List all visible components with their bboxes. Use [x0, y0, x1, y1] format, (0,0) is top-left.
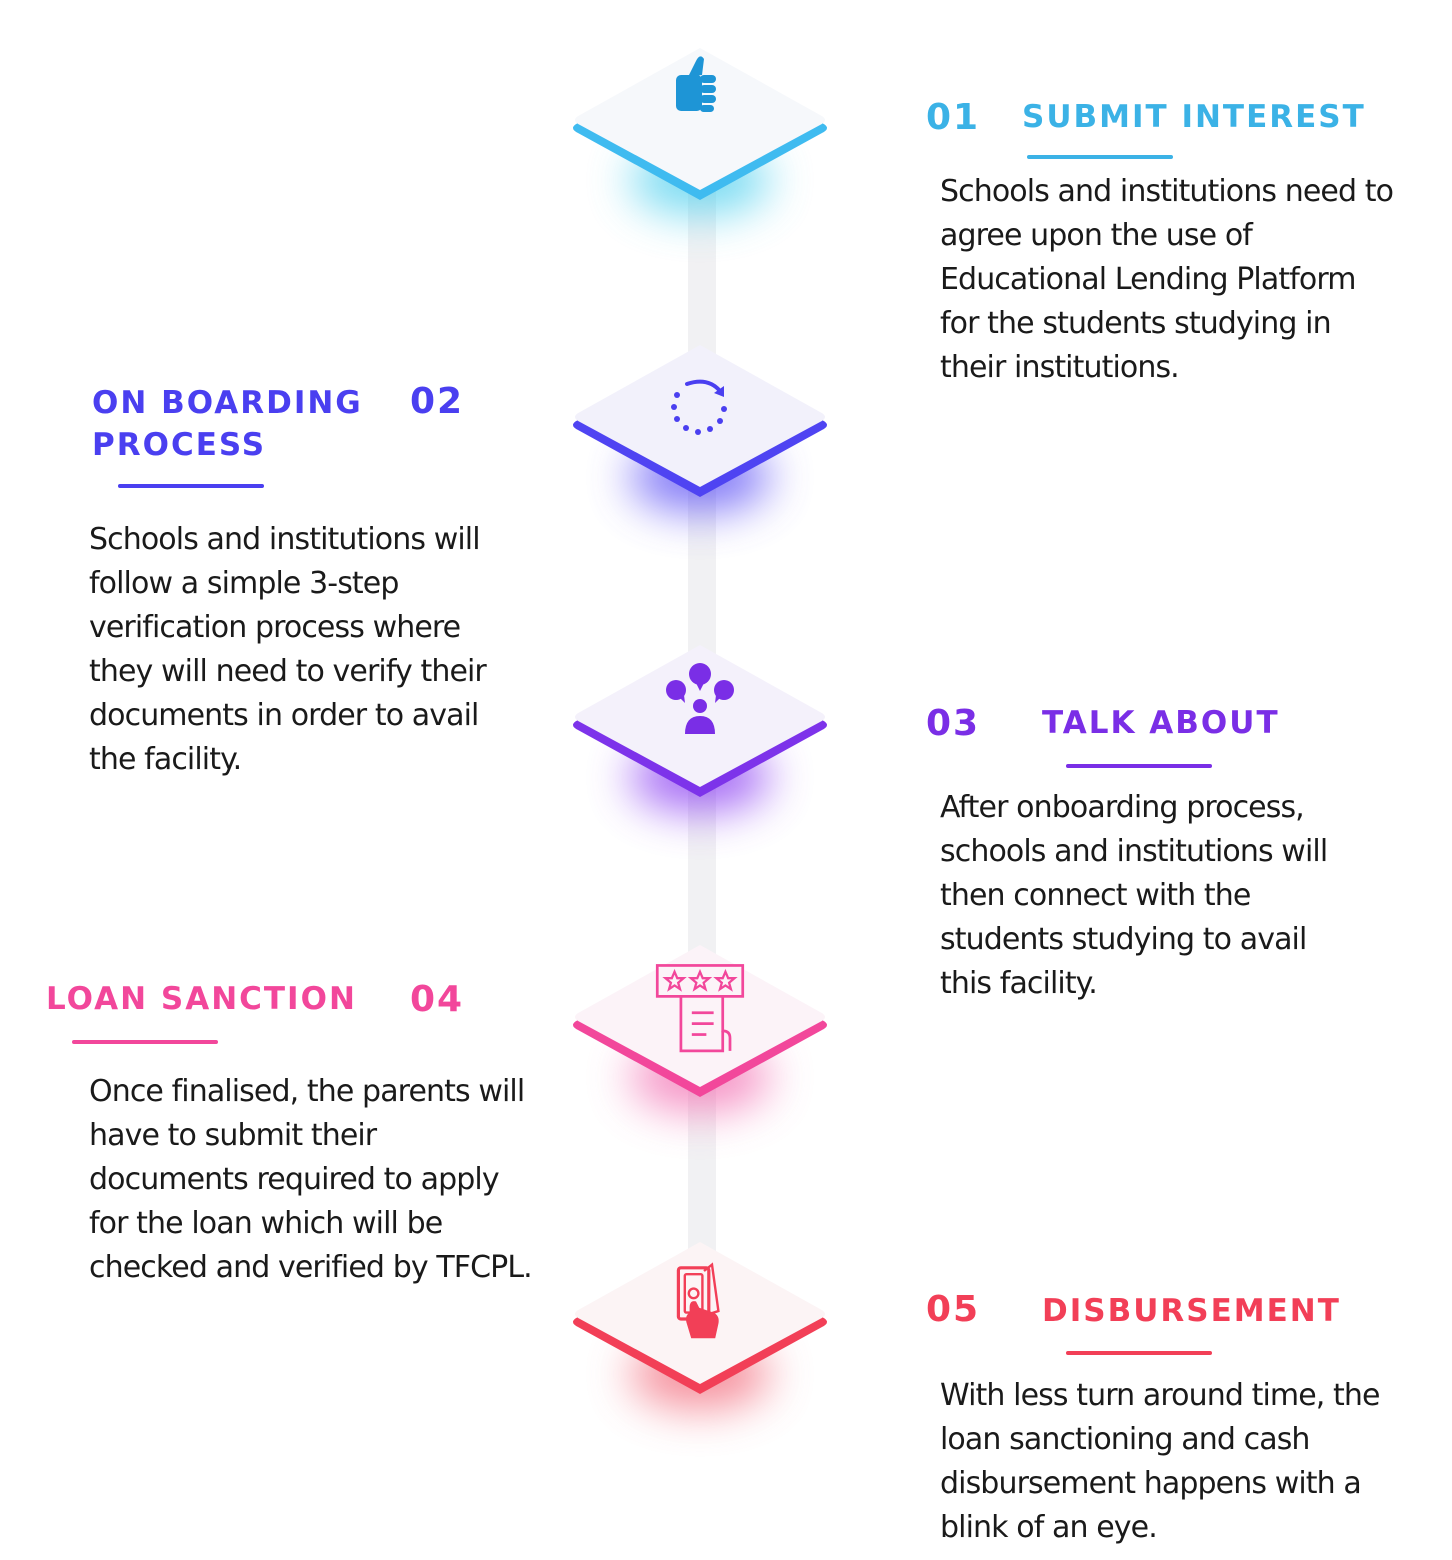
step-2-description: Schools and institutions will follow a s… [89, 522, 487, 777]
step-4-number: 04 [410, 979, 465, 1020]
step-4-description: Once finalised, the parents will have to… [89, 1074, 533, 1285]
step-1-title: SUBMIT INTEREST [1022, 99, 1366, 135]
step-4-title: LOAN SANCTION [46, 981, 357, 1017]
step-5-title: DISBURSEMENT [1042, 1293, 1341, 1329]
step-2-node [560, 322, 840, 512]
rating-document-icon [655, 964, 745, 1053]
step-3-node [560, 622, 840, 812]
cash-hand-icon [676, 1262, 720, 1339]
step-2-underline [118, 484, 264, 488]
step-2-number: 02 [410, 381, 465, 422]
step-5-node [560, 1219, 840, 1409]
discussion-icon [666, 663, 734, 734]
step-2-title: ON BOARDING PROCESS [92, 385, 363, 463]
step-5-number: 05 [926, 1289, 981, 1330]
refresh-icon [671, 379, 727, 435]
step-3-description: After onboarding process, schools and in… [940, 790, 1328, 1001]
step-4-node [560, 922, 840, 1112]
step-1-node [560, 25, 840, 215]
step-4-underline [72, 1040, 218, 1044]
step-1-underline [1027, 155, 1173, 159]
step-1-description: Schools and institutions need to agree u… [940, 174, 1394, 385]
step-5-description: With less turn around time, the loan san… [940, 1378, 1380, 1545]
step-1-number: 01 [926, 97, 981, 138]
step-5-underline [1066, 1351, 1212, 1355]
step-3-underline [1066, 764, 1212, 768]
step-3-title: TALK ABOUT [1042, 705, 1280, 741]
step-3-number: 03 [926, 703, 981, 744]
thumbs-up-icon [676, 56, 716, 112]
